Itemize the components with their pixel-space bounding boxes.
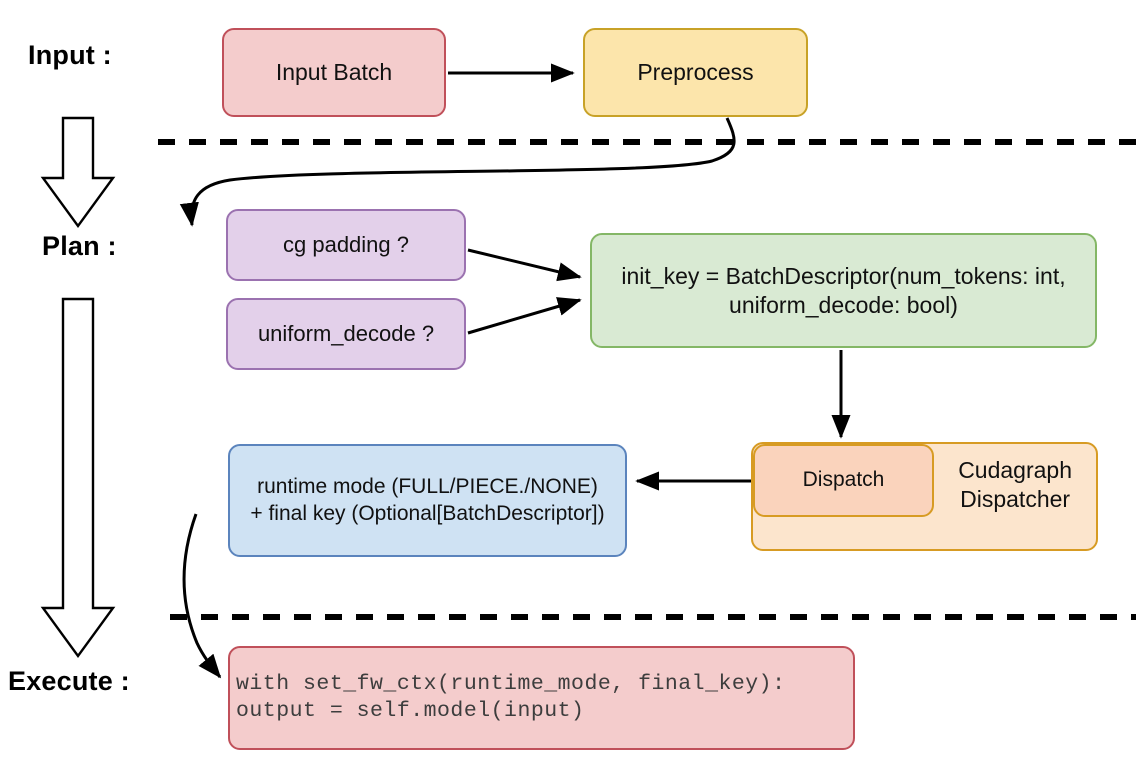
node-dispatch[interactable]: Dispatch: [753, 444, 934, 517]
node-cg-padding-label: cg padding ?: [283, 232, 409, 258]
node-cg-padding[interactable]: cg padding ?: [226, 209, 466, 281]
node-uniform-decode-label: uniform_decode ?: [257, 321, 435, 347]
stage-label-input: Input :: [28, 40, 112, 70]
stage-label-plan: Plan :: [42, 231, 117, 261]
node-runtime-mode-label: runtime mode (FULL/PIECE./NONE) + final …: [250, 475, 605, 525]
node-execute-code-label: with set_fw_ctx(runtime_mode, final_key)…: [236, 672, 786, 723]
node-input-batch-label: Input Batch: [275, 59, 393, 86]
edge-cg-padding-to-init-key: [467, 248, 582, 282]
node-input-batch[interactable]: Input Batch: [222, 28, 446, 117]
node-dispatch-label: Dispatch: [802, 468, 885, 492]
node-preprocess[interactable]: Preprocess: [583, 28, 808, 117]
stage-label-execute: Execute :: [8, 666, 130, 696]
node-init-key[interactable]: init_key = BatchDescriptor(num_tokens: i…: [590, 233, 1097, 348]
edge-runtime-mode-to-code: [182, 513, 222, 679]
node-execute-code-block[interactable]: with set_fw_ctx(runtime_mode, final_key)…: [228, 646, 855, 750]
node-cudagraph-dispatcher-label: Cudagraph Dispatcher: [958, 457, 1072, 512]
node-uniform-decode[interactable]: uniform_decode ?: [226, 298, 466, 370]
node-runtime-mode[interactable]: runtime mode (FULL/PIECE./NONE) + final …: [228, 444, 627, 557]
node-init-key-label: init_key = BatchDescriptor(num_tokens: i…: [621, 262, 1066, 318]
node-preprocess-label: Preprocess: [637, 59, 754, 86]
edge-uniform-decode-to-init-key: [467, 297, 582, 335]
plan-to-execute-flow-arrow: [40, 297, 116, 659]
input-to-plan-flow-arrow: [40, 116, 116, 229]
